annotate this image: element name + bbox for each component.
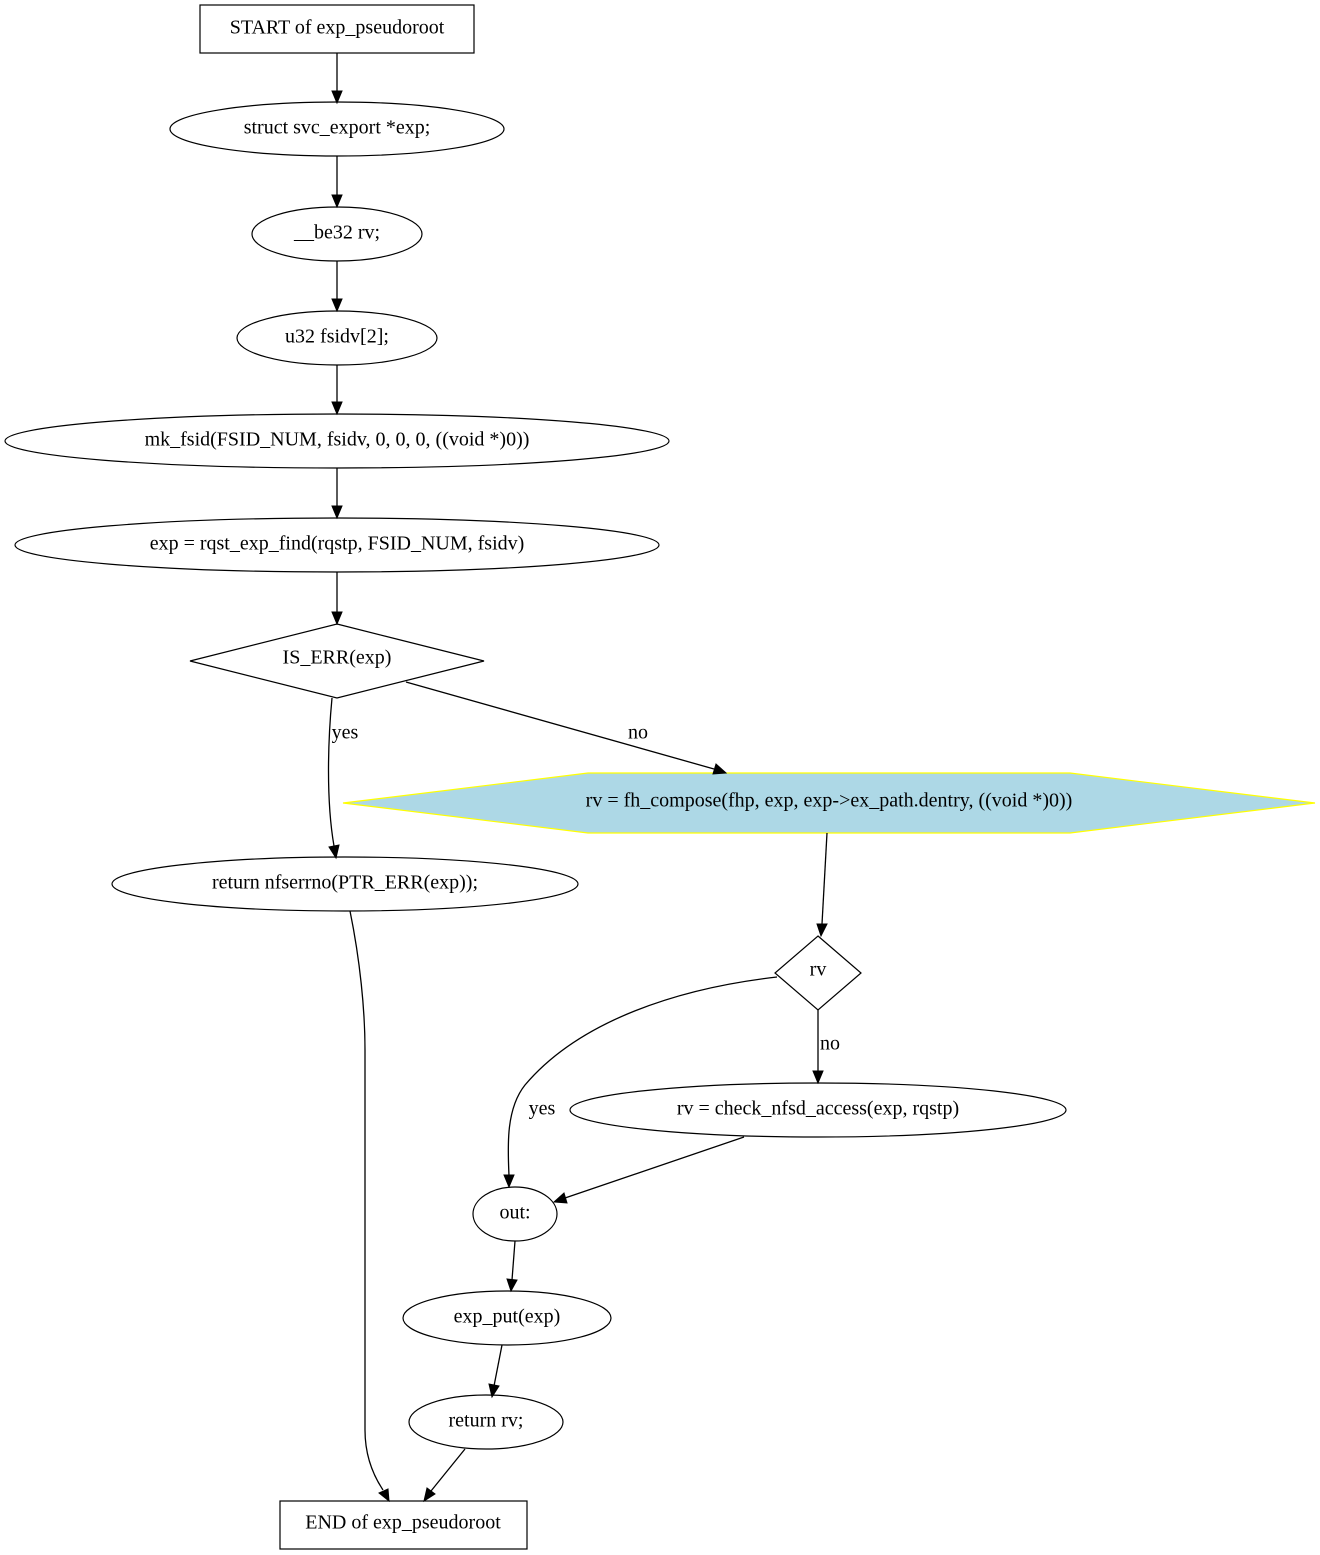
node-out-label: out: — [499, 1202, 530, 1224]
node-out: out: — [472, 1186, 558, 1242]
edge-rv-yes: yes — [503, 976, 778, 1189]
node-decl-exp-label: struct svc_export *exp; — [244, 117, 431, 139]
node-rv-cond-label: rv — [810, 959, 827, 981]
node-decl-exp: struct svc_export *exp; — [169, 101, 505, 157]
node-return-err-label: return nfserrno(PTR_ERR(exp)); — [212, 872, 478, 894]
node-rv-cond: rv — [774, 935, 862, 1011]
edge-return-err-to-end — [349, 910, 390, 1503]
node-is-err-label: IS_ERR(exp) — [283, 647, 392, 669]
node-put-label: exp_put(exp) — [454, 1306, 561, 1328]
node-find-label: exp = rqst_exp_find(rqstp, FSID_NUM, fsi… — [150, 533, 525, 555]
node-end: END of exp_pseudoroot — [279, 1500, 528, 1550]
node-check: rv = check_nfsd_access(exp, rqstp) — [569, 1082, 1067, 1138]
node-check-label: rv = check_nfsd_access(exp, rqstp) — [677, 1098, 959, 1120]
edge-rv-no-label: no — [820, 1033, 840, 1055]
edge-is-err-yes-label: yes — [332, 722, 359, 744]
node-end-label: END of exp_pseudoroot — [305, 1512, 501, 1534]
edge-mk-fsid-to-find — [331, 468, 343, 520]
node-decl-rv: __be32 rv; — [251, 206, 423, 262]
node-compose: rv = fh_compose(fhp, exp, exp->ex_path.d… — [342, 772, 1316, 834]
edge-put-to-return-rv — [488, 1344, 503, 1399]
edge-rv-no: no — [812, 1010, 840, 1085]
node-find: exp = rqst_exp_find(rqstp, FSID_NUM, fsi… — [14, 517, 660, 573]
node-is-err: IS_ERR(exp) — [189, 623, 485, 699]
edge-return-rv-to-end — [423, 1448, 466, 1503]
node-return-rv: return rv; — [408, 1394, 564, 1450]
edge-decl-fsidv-to-mk-fsid — [331, 365, 343, 416]
edge-decl-rv-to-decl-fsidv — [331, 261, 343, 313]
edge-decl-exp-to-decl-rv — [331, 156, 343, 209]
node-compose-label: rv = fh_compose(fhp, exp, exp->ex_path.d… — [586, 790, 1073, 812]
node-return-err: return nfserrno(PTR_ERR(exp)); — [111, 856, 579, 912]
node-put: exp_put(exp) — [402, 1290, 612, 1346]
edge-check-to-out — [552, 1136, 745, 1204]
edge-out-to-put — [506, 1240, 518, 1293]
node-mk-fsid-label: mk_fsid(FSID_NUM, fsidv, 0, 0, 0, ((void… — [145, 429, 530, 451]
node-return-rv-label: return rv; — [449, 1410, 524, 1432]
edge-rv-yes-label: yes — [529, 1098, 556, 1120]
node-decl-fsidv-label: u32 fsidv[2]; — [285, 326, 389, 348]
edge-compose-to-rv-cond — [816, 832, 828, 938]
node-decl-rv-label: __be32 rv; — [293, 222, 380, 244]
edge-is-err-no-label: no — [628, 722, 648, 744]
edge-is-err-no: no — [405, 681, 728, 775]
edge-is-err-yes: yes — [327, 697, 359, 860]
edge-find-to-is-err — [331, 572, 343, 626]
node-start: START of exp_pseudoroot — [199, 4, 475, 54]
node-mk-fsid: mk_fsid(FSID_NUM, fsidv, 0, 0, 0, ((void… — [4, 413, 670, 469]
node-start-label: START of exp_pseudoroot — [230, 17, 445, 39]
edge-start-to-decl-exp — [331, 53, 343, 105]
node-decl-fsidv: u32 fsidv[2]; — [236, 310, 438, 366]
